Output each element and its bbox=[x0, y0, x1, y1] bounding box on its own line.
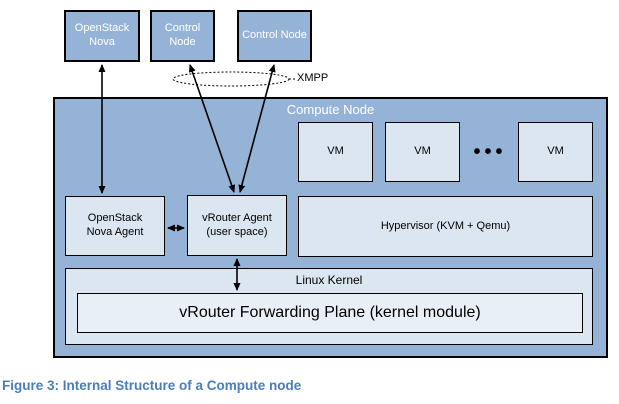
vrouter-forwarding-plane-box: vRouter Forwarding Plane (kernel module) bbox=[77, 293, 583, 333]
vrouter-forwarding-plane-label: vRouter Forwarding Plane (kernel module) bbox=[179, 304, 481, 321]
vm-2-label: VM bbox=[414, 145, 431, 158]
figure-caption: Figure 3: Internal Structure of a Comput… bbox=[2, 378, 302, 393]
vm-3-label: VM bbox=[547, 145, 564, 158]
openstack-nova-agent-label: OpenStack Nova Agent bbox=[86, 212, 144, 238]
vm-box-1: VM bbox=[298, 122, 373, 182]
openstack-nova-label: OpenStack Nova bbox=[74, 22, 130, 48]
control-node-2: Control Node bbox=[237, 10, 312, 62]
compute-node-title: Compute Node bbox=[286, 102, 375, 117]
hypervisor-box: Hypervisor (KVM + Qemu) bbox=[298, 196, 593, 257]
xmpp-label: XMPP bbox=[297, 72, 329, 84]
control-node-1-label: Control Node bbox=[164, 22, 201, 48]
control-node-1: Control Node bbox=[150, 10, 215, 62]
openstack-nova-agent-box: OpenStack Nova Agent bbox=[65, 196, 165, 256]
vrouter-agent-label: vRouter Agent (user space) bbox=[202, 211, 272, 238]
vm-box-3: VM bbox=[518, 122, 593, 182]
hypervisor-label: Hypervisor (KVM + Qemu) bbox=[380, 219, 511, 232]
vrouter-agent-box: vRouter Agent (user space) bbox=[187, 195, 287, 256]
vm-box-2: VM bbox=[385, 122, 460, 182]
openstack-nova-node: OpenStack Nova bbox=[64, 10, 140, 62]
vm-1-label: VM bbox=[327, 145, 344, 158]
linux-kernel-label: Linux Kernel bbox=[295, 273, 363, 287]
xmpp-ellipse bbox=[172, 71, 290, 87]
control-node-2-label: Control Node bbox=[242, 29, 307, 42]
vm-ellipsis: ••• bbox=[473, 140, 507, 163]
